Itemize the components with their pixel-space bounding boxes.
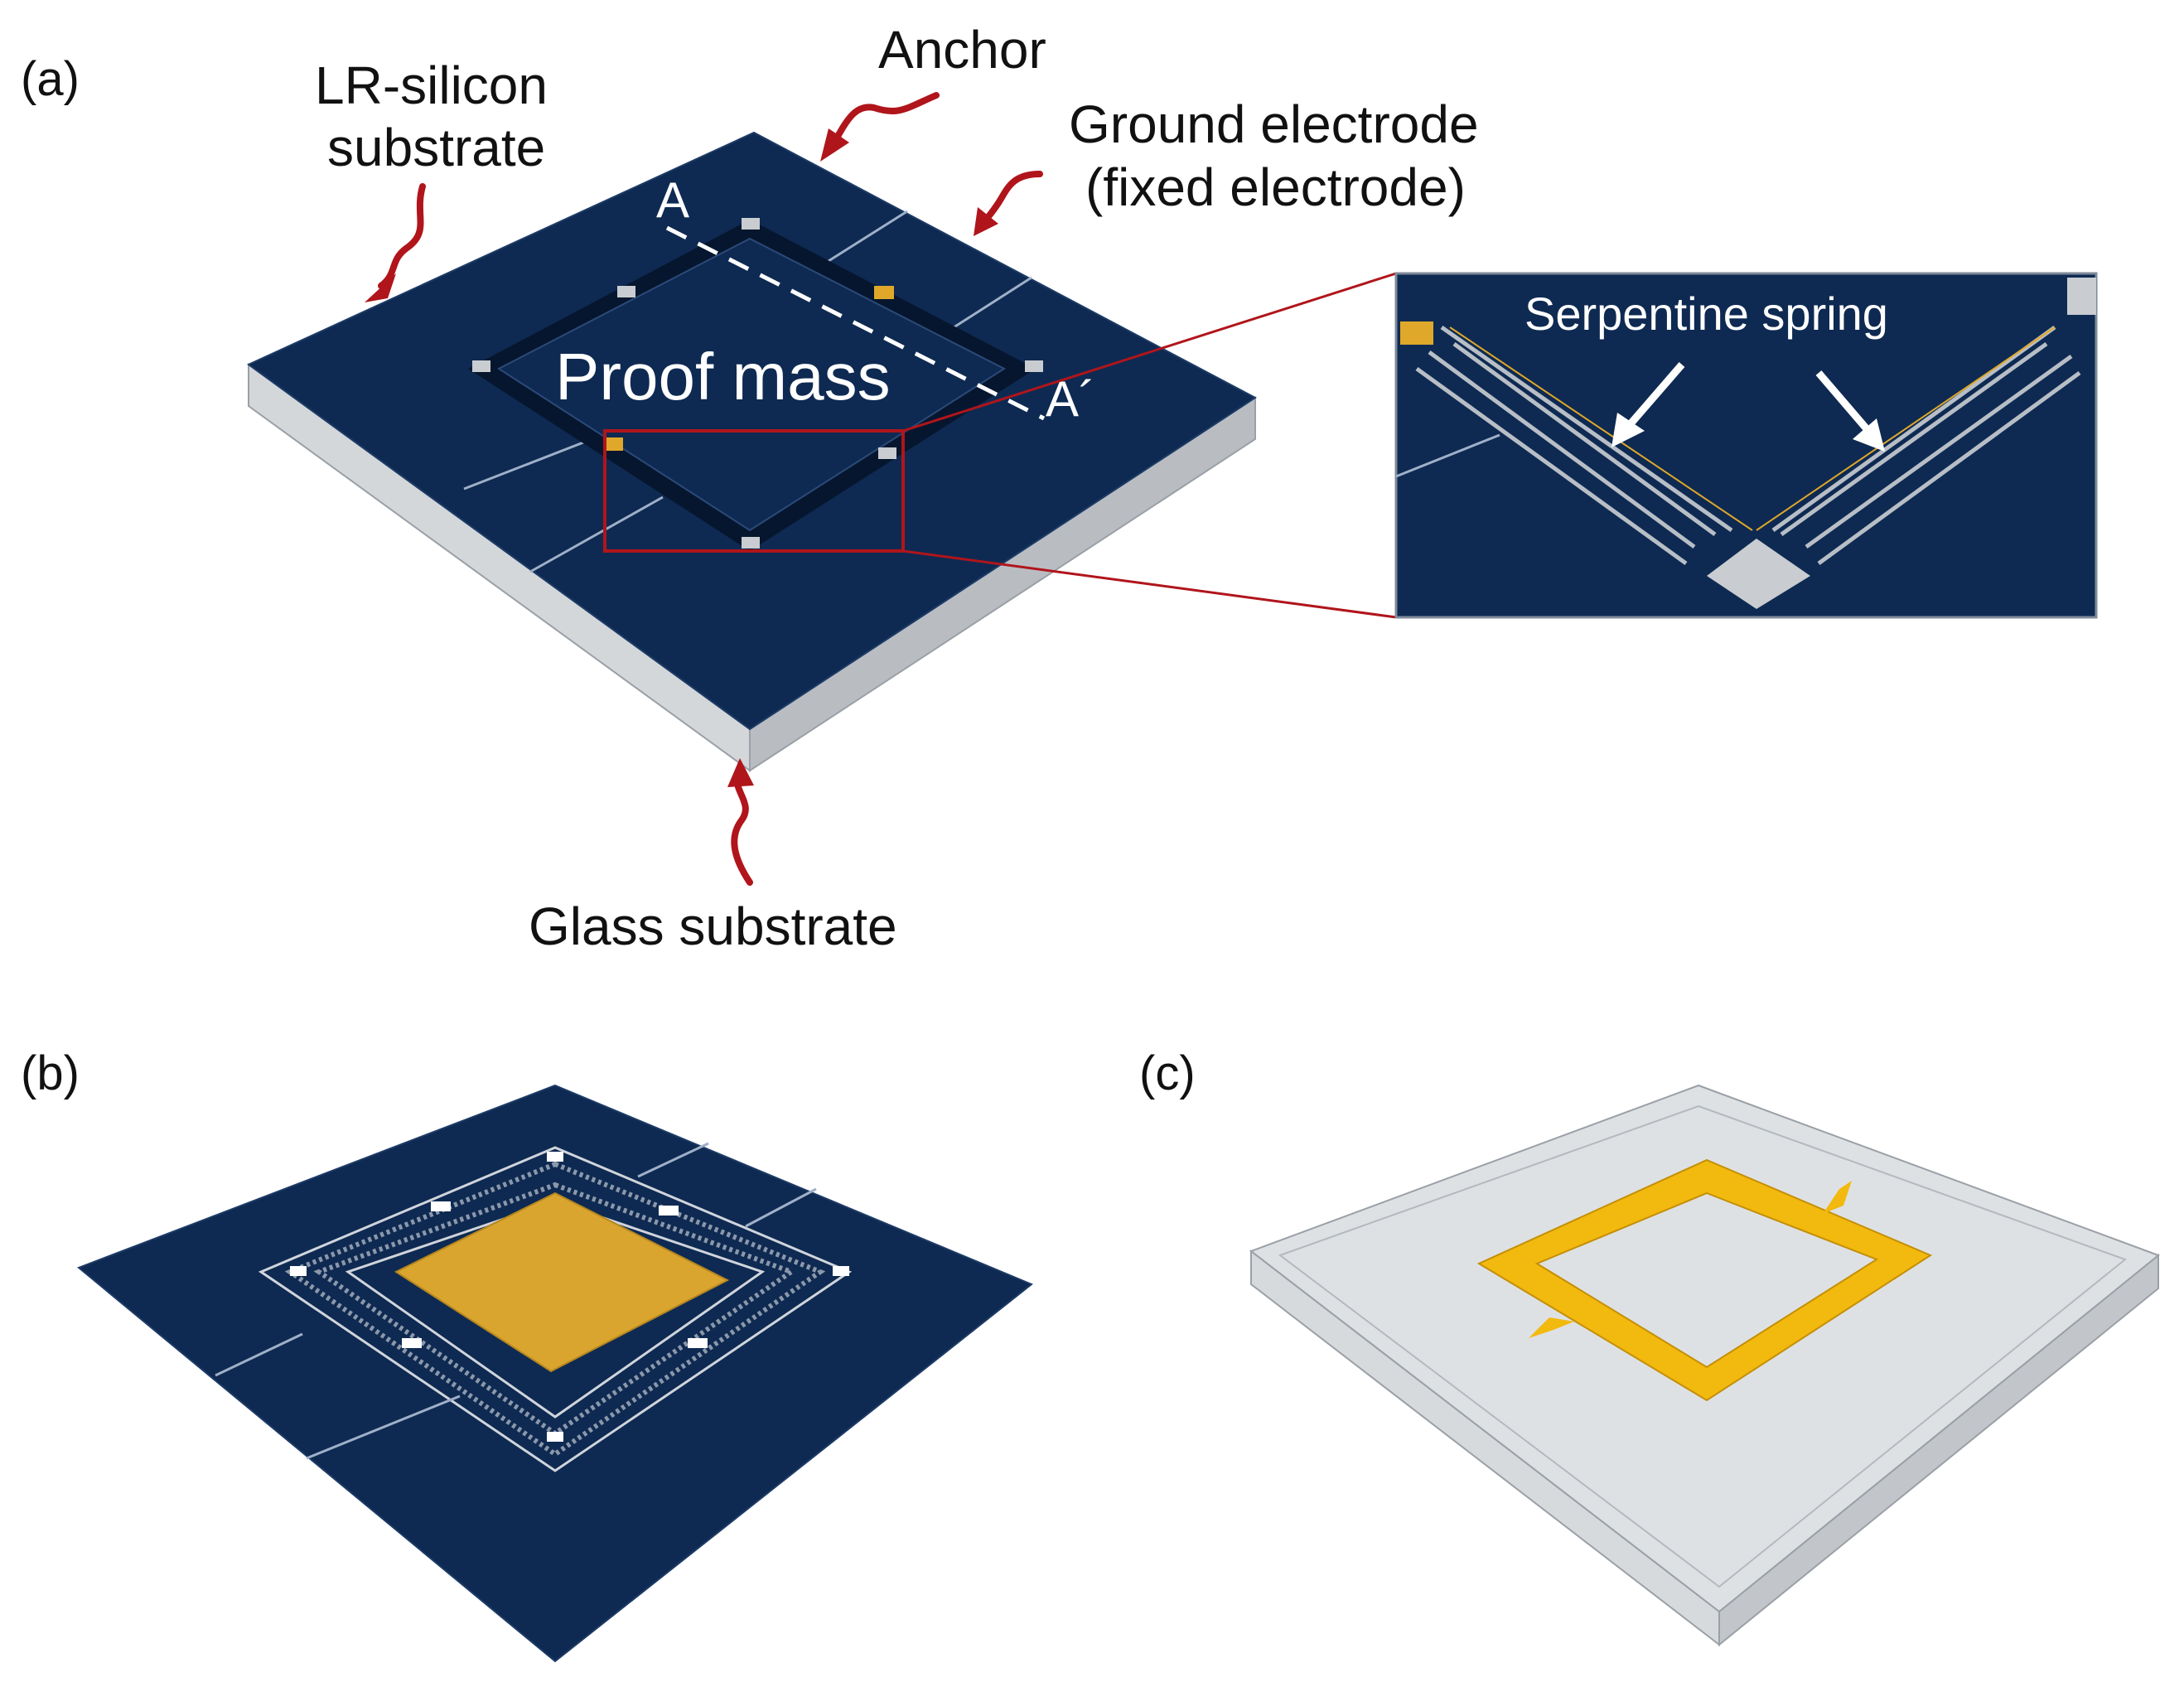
anchor-pad [547, 1152, 563, 1162]
ground-electrode-label-line2: (fixed electrode) [1085, 157, 1466, 217]
panel-label-c: (c) [1139, 1046, 1196, 1100]
section-line [665, 225, 1046, 421]
anchor-pad [431, 1201, 451, 1211]
callout-arrow-ground-electrode [978, 171, 1043, 227]
zoom-connector [902, 549, 1397, 619]
arrowhead [727, 758, 754, 787]
proof-mass [497, 237, 1007, 532]
panel-label-b: (b) [21, 1046, 80, 1100]
section-label-a: A [656, 172, 689, 228]
electrode-gap-line [828, 210, 908, 263]
glass-substrate-label: Glass substrate [529, 897, 897, 956]
spring-arrow-left [1625, 362, 1685, 429]
proof-mass-label: Proof mass [555, 340, 891, 413]
silicon-layer-top [77, 1084, 1033, 1663]
arrowhead [820, 128, 849, 162]
anchor-pad [1707, 539, 1810, 609]
ground-electrode-label-line1: Ground electrode [1069, 94, 1479, 154]
glass-rim-inner [1278, 1104, 2128, 1588]
panel-b: (b) [21, 1046, 1033, 1663]
spring-arrow-right [1815, 370, 1872, 433]
electrode-gap-line [637, 1142, 709, 1178]
gold-ring-electrode-inner [1534, 1191, 1879, 1369]
serpentine-spring-inset: Serpentine spring [1394, 272, 2098, 619]
proof-mass-edge [1756, 326, 2056, 531]
panel-a: A A´ Proof mass (a) LR-silicon substrate… [21, 20, 1479, 956]
anchor-pad [290, 1266, 307, 1276]
section-label-a-prime: A´ [1046, 371, 1095, 427]
arrowhead [365, 273, 396, 302]
electrode-gap-line [1396, 433, 1500, 478]
callout-arrow-glass-substrate [731, 771, 753, 886]
anchor-pad [659, 1206, 679, 1216]
gold-contact-pad [874, 286, 894, 299]
anchor-pad [547, 1432, 563, 1442]
electrode-gap-line [215, 1332, 303, 1377]
anchor-pad [878, 447, 896, 459]
electrode-gap-line [529, 495, 664, 573]
anchor-pad [2067, 278, 2096, 315]
anchor-pad [833, 1266, 849, 1276]
serpentine-spring-right [1771, 325, 2081, 566]
electrode-gap-line [745, 1187, 817, 1228]
gold-proof-mass-electrode [394, 1191, 730, 1373]
serpentine-spring-label: Serpentine spring [1524, 288, 1888, 340]
arrowhead [1853, 418, 1885, 452]
gold-contact-pad [1400, 321, 1433, 345]
arrowhead [1611, 413, 1645, 447]
lr-silicon-label-line2: substrate [327, 118, 545, 177]
electrode-gap-line [306, 1394, 461, 1460]
anchor-pad [402, 1338, 422, 1348]
zoom-connector [902, 272, 1397, 433]
lr-silicon-label-line1: LR-silicon [315, 56, 548, 115]
anchor-pad [742, 537, 760, 549]
panel-c: (c) [1139, 1046, 2160, 1647]
serpentine-spring-left [1415, 325, 1733, 566]
anchor-pad [617, 286, 635, 297]
zoom-region-box [603, 429, 905, 553]
proof-mass-edge [1449, 326, 1753, 531]
gold-lead-right [1823, 1181, 1852, 1214]
anchor-pad [472, 360, 490, 372]
gold-lead-left [1529, 1317, 1574, 1338]
spring-frame-outer [258, 1146, 853, 1472]
inner-frame-line [345, 1200, 766, 1419]
gold-contact-pad [603, 437, 623, 451]
callout-arrow-lr-silicon [378, 183, 426, 289]
callout-arrow-anchor [829, 92, 940, 148]
panel-label-a: (a) [21, 52, 80, 106]
anchor-pad [742, 218, 760, 230]
anchor-label: Anchor [878, 20, 1046, 80]
anchor-pad [688, 1338, 708, 1348]
arrowhead [974, 207, 998, 236]
anchor-pad [1025, 360, 1043, 372]
